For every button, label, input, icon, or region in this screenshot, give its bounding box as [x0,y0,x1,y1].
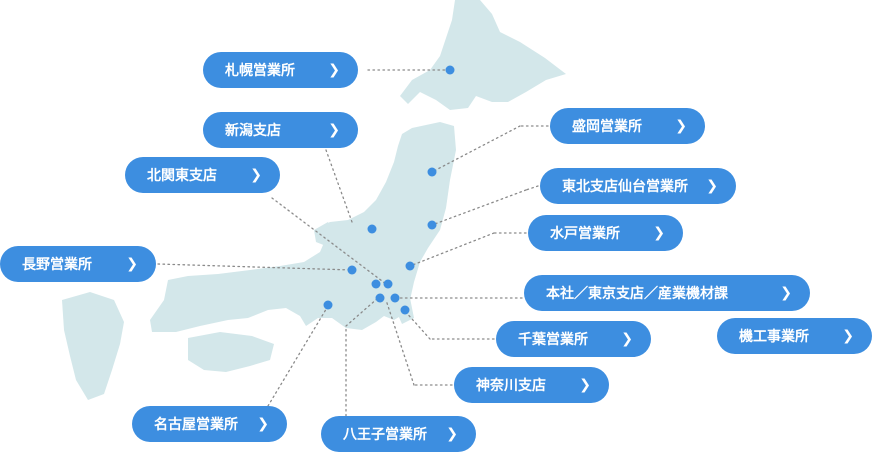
office-button-label: 八王子営業所 [343,427,427,443]
office-button-mito[interactable]: 水戸営業所 ❯ [528,215,683,251]
chevron-right-icon: ❯ [706,178,718,194]
office-button-kiko[interactable]: 機工事業所 ❯ [717,318,872,354]
marker-tohoku [427,220,437,230]
marker-nagano [347,265,357,275]
office-button-label: 長野営業所 [22,257,92,273]
leader-line-nagoya [267,305,329,407]
office-button-label: 本社／東京支店／産業機材課 [546,286,728,302]
leader-line-kanagawa-b [385,299,415,386]
office-button-label: 新潟支店 [225,123,281,139]
office-button-niigata[interactable]: 新潟支店 ❯ [203,112,358,148]
chevron-right-icon: ❯ [328,122,340,138]
shikoku-island [188,332,274,372]
chevron-right-icon: ❯ [621,331,633,347]
marker-chiba [400,305,410,315]
chevron-right-icon: ❯ [842,328,854,344]
leader-line-tohoku-b [431,189,527,226]
marker-niigata [367,224,377,234]
office-button-sapporo[interactable]: 札幌営業所 ❯ [203,52,358,88]
office-button-honsha[interactable]: 本社／東京支店／産業機材課 ❯ [524,275,810,311]
leader-line-nagano [157,263,353,271]
office-button-label: 札幌営業所 [225,63,295,79]
office-button-label: 東北支店仙台営業所 [562,179,688,195]
office-button-kitakanto[interactable]: 北関東支店 ❯ [125,157,280,193]
marker-nagoya [323,300,333,310]
chevron-right-icon: ❯ [675,118,687,134]
leader-line-chiba-b [403,309,431,340]
chevron-right-icon: ❯ [250,167,262,183]
marker-honsha [390,293,400,303]
marker-hachioji [371,279,381,289]
office-button-label: 機工事業所 [739,329,809,345]
leader-lines [157,69,549,417]
marker-kanagawa [375,293,385,303]
leader-line-mito-b [409,232,495,267]
leader-line-tohoku [525,185,539,191]
office-markers [323,65,455,315]
chevron-right-icon: ❯ [126,256,138,272]
office-button-tohoku[interactable]: 東北支店仙台営業所 ❯ [540,168,736,204]
office-button-kanagawa[interactable]: 神奈川支店 ❯ [454,367,609,403]
chevron-right-icon: ❯ [579,377,591,393]
office-button-label: 水戸営業所 [550,226,620,242]
office-button-label: 神奈川支店 [476,378,546,394]
office-button-label: 千葉営業所 [518,332,588,348]
hokkaido-island [400,0,566,110]
office-button-nagoya[interactable]: 名古屋営業所 ❯ [132,406,287,442]
office-button-chiba[interactable]: 千葉営業所 ❯ [496,321,651,357]
office-button-label: 盛岡営業所 [572,119,642,135]
office-button-label: 北関東支店 [147,168,217,184]
leader-line-morioka-b [431,125,521,173]
office-button-label: 名古屋営業所 [154,417,238,433]
chevron-right-icon: ❯ [446,426,458,442]
kyushu-island [62,292,124,400]
chevron-right-icon: ❯ [257,416,269,432]
leader-line-niigata [325,149,353,223]
marker-mito [405,261,415,271]
marker-morioka [427,167,437,177]
office-button-morioka[interactable]: 盛岡営業所 ❯ [550,108,705,144]
leader-line-kitakanto [271,197,387,285]
chevron-right-icon: ❯ [328,62,340,78]
office-button-nagano[interactable]: 長野営業所 ❯ [0,246,156,282]
leader-line-hachioji-b [345,297,379,327]
marker-kitakanto [383,279,393,289]
chevron-right-icon: ❯ [653,225,665,241]
noto-peninsula [314,222,334,246]
chevron-right-icon: ❯ [780,285,792,301]
marker-sapporo [445,65,455,75]
office-button-hachioji[interactable]: 八王子営業所 ❯ [321,416,476,452]
